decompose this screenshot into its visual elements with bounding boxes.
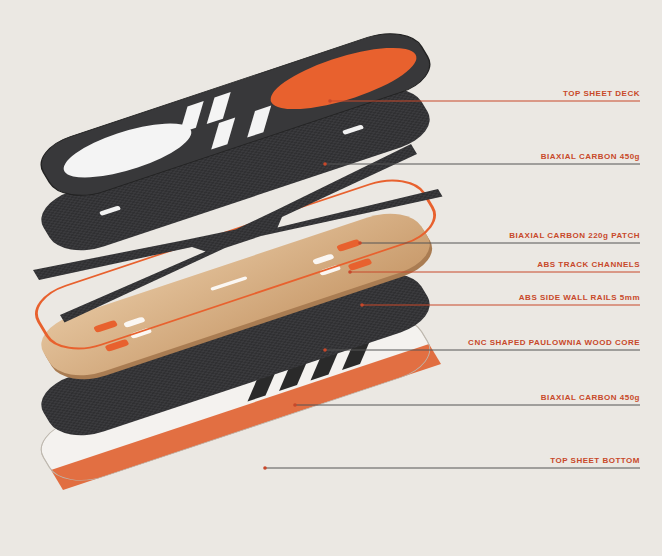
part-label: TOP SHEET DECK	[563, 89, 640, 99]
part-label: BIAXIAL CARBON 220g PATCH	[509, 231, 640, 241]
part-label: ABS SIDE WALL RAILS 5mm	[519, 293, 640, 303]
part-label: ABS TRACK CHANNELS	[537, 260, 640, 270]
part-label: BIAXIAL CARBON 450g	[541, 393, 640, 403]
part-label: CNC SHAPED PAULOWNIA WOOD CORE	[468, 338, 640, 348]
part-label: BIAXIAL CARBON 450g	[541, 152, 640, 162]
top-sheet-deck-layer	[30, 24, 441, 205]
leader-lines	[263, 99, 640, 470]
part-label: TOP SHEET BOTTOM	[550, 456, 640, 466]
